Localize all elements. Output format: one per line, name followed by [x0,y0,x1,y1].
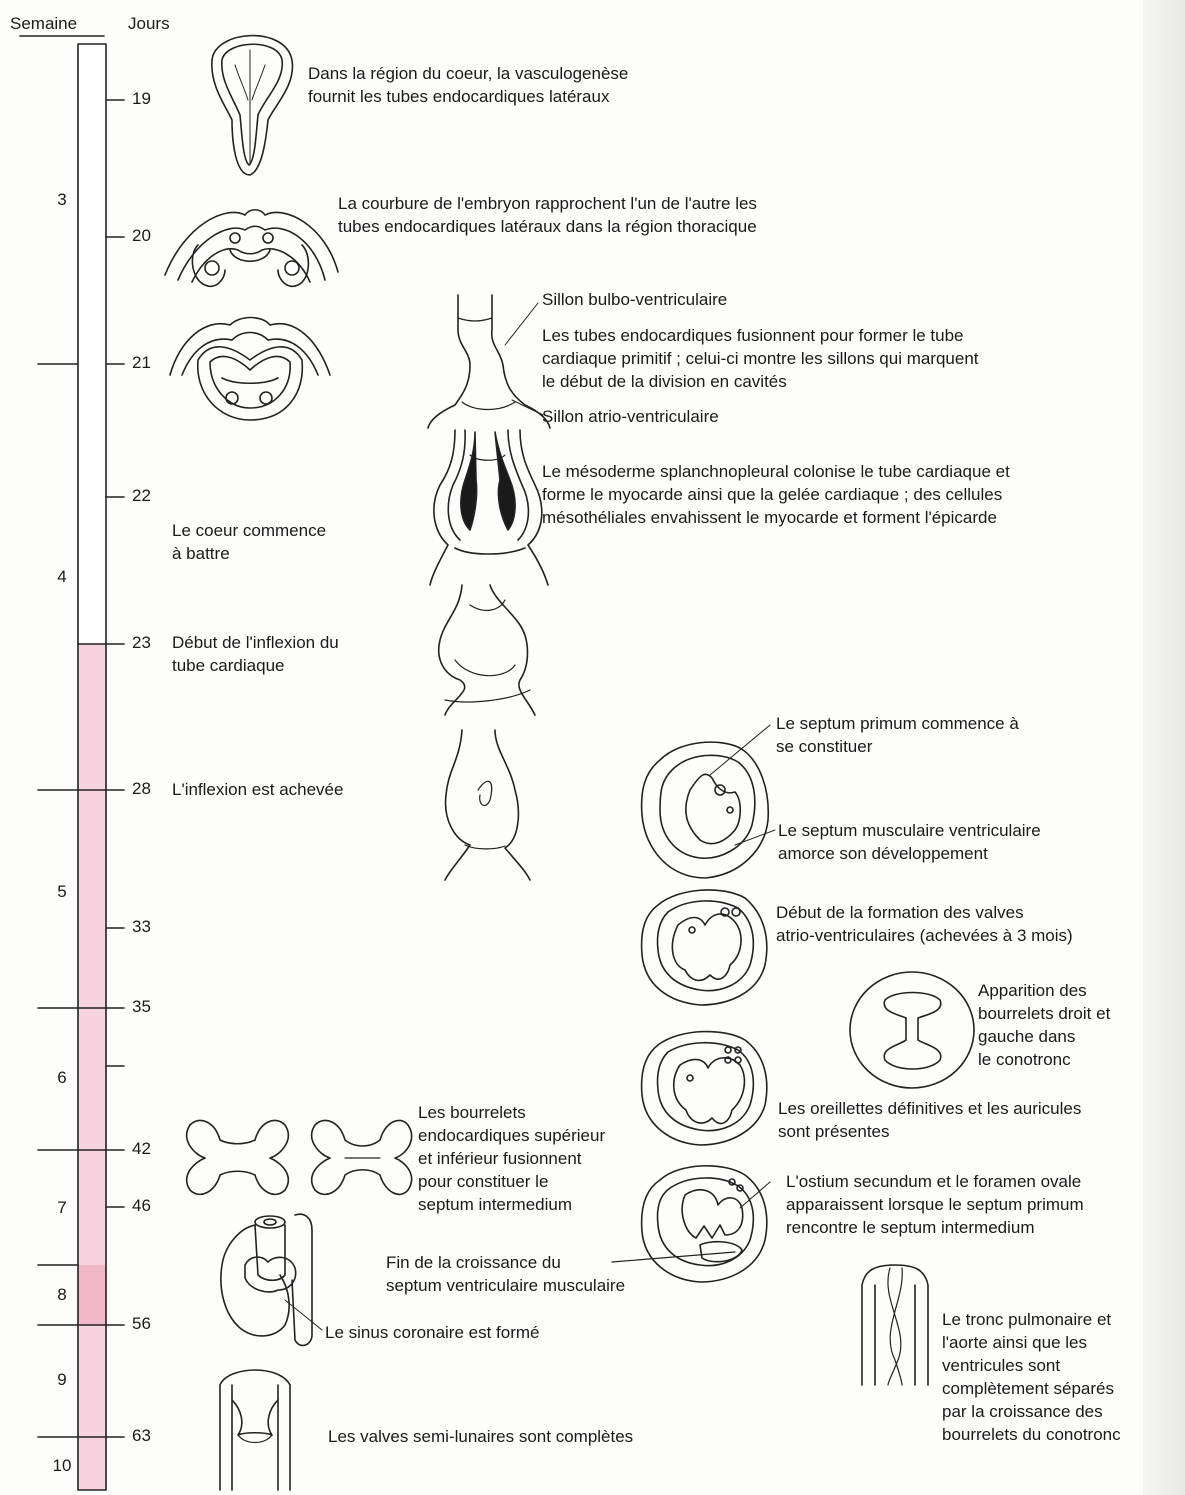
day-label-22: 22 [132,486,151,506]
event-valves-semilunaires: Les valves semi-lunaires sont complètes [328,1425,633,1448]
drawing-heart-atria [642,1032,767,1145]
event-battre: Le coeur commence à battre [172,519,326,565]
event-sinus-coronaire: Le sinus coronaire est formé [325,1321,540,1344]
drawing-heart-av-valves [642,890,767,1005]
event-courbure: La courbure de l'embryon rapprochent l'u… [338,192,757,238]
event-croissance-septum: Fin de la croissance du septum ventricul… [386,1251,625,1297]
drawing-heart-ostium [642,1166,770,1282]
day-label-46: 46 [132,1196,151,1216]
label-sillon-bulbo: Sillon bulbo-ventriculaire [542,288,727,311]
week-label-9: 9 [47,1370,77,1390]
day-label-20: 20 [132,226,151,246]
week-label-10: 10 [47,1456,77,1476]
event-valves-av: Début de la formation des valves atrio-v… [776,901,1073,947]
drawing-endocardial-tubes [212,36,293,175]
week-label-8: 8 [47,1285,77,1305]
event-bourrelets-endocardiques: Les bourrelets endocardiques supérieur e… [418,1101,605,1216]
drawing-semilunar-valves [220,1370,290,1490]
event-inflexion-fin: L'inflexion est achevée [172,778,343,801]
drawing-conotruncal-ridges [850,972,974,1088]
drawing-myocardium-tube [430,430,548,585]
event-septum-musculaire: Le septum musculaire ventriculaire amorc… [778,819,1041,865]
day-label-21: 21 [132,353,151,373]
label-sillon-atrio: Sillon atrio-ventriculaire [542,405,719,428]
day-label-28: 28 [132,779,151,799]
event-oreillettes: Les oreillettes définitives et les auric… [778,1097,1081,1143]
drawing-tube-fusion-section [170,318,330,421]
drawing-primitive-heart-tube [428,295,550,428]
week-label-6: 6 [47,1068,77,1088]
week-label-3: 3 [47,190,77,210]
event-septum-primum: Le septum primum commence à se constitue… [776,712,1019,758]
event-ostium: L'ostium secundum et le foramen ovale ap… [786,1170,1084,1239]
drawing-looping-complete [445,730,530,880]
week-label-7: 7 [47,1198,77,1218]
drawing-coronary-sinus [221,1214,322,1345]
event-fusion-tubes: Les tubes endocardiques fusionnent pour … [542,324,979,393]
day-label-33: 33 [132,917,151,937]
day-label-35: 35 [132,997,151,1017]
leader-croissance-septum [612,1252,735,1262]
drawing-endocardial-cushions [187,1120,412,1194]
day-label-23: 23 [132,633,151,653]
event-inflexion-debut: Début de l'inflexion du tube cardiaque [172,631,339,677]
week-label-4: 4 [47,567,77,587]
day-label-42: 42 [132,1139,151,1159]
event-vasculogenese: Dans la région du coeur, la vasculogenès… [308,62,628,108]
event-bourrelets-conotronc: Apparition des bourrelets droit et gauch… [978,979,1110,1071]
event-mesoderme: Le mésoderme splanchnopleural colonise l… [542,460,1010,529]
week-label-5: 5 [47,882,77,902]
timeline-bar [20,36,106,1490]
drawing-heart-looping [439,585,535,715]
drawing-heart-septum-primum [642,725,775,878]
day-label-19: 19 [132,89,151,109]
drawing-truncus-separation [862,1265,928,1385]
drawing-embryo-curvature [165,210,338,287]
day-label-63: 63 [132,1426,151,1446]
day-label-56: 56 [132,1314,151,1334]
event-tronc-pulmonaire: Le tronc pulmonaire et l'aorte ainsi que… [942,1308,1121,1446]
